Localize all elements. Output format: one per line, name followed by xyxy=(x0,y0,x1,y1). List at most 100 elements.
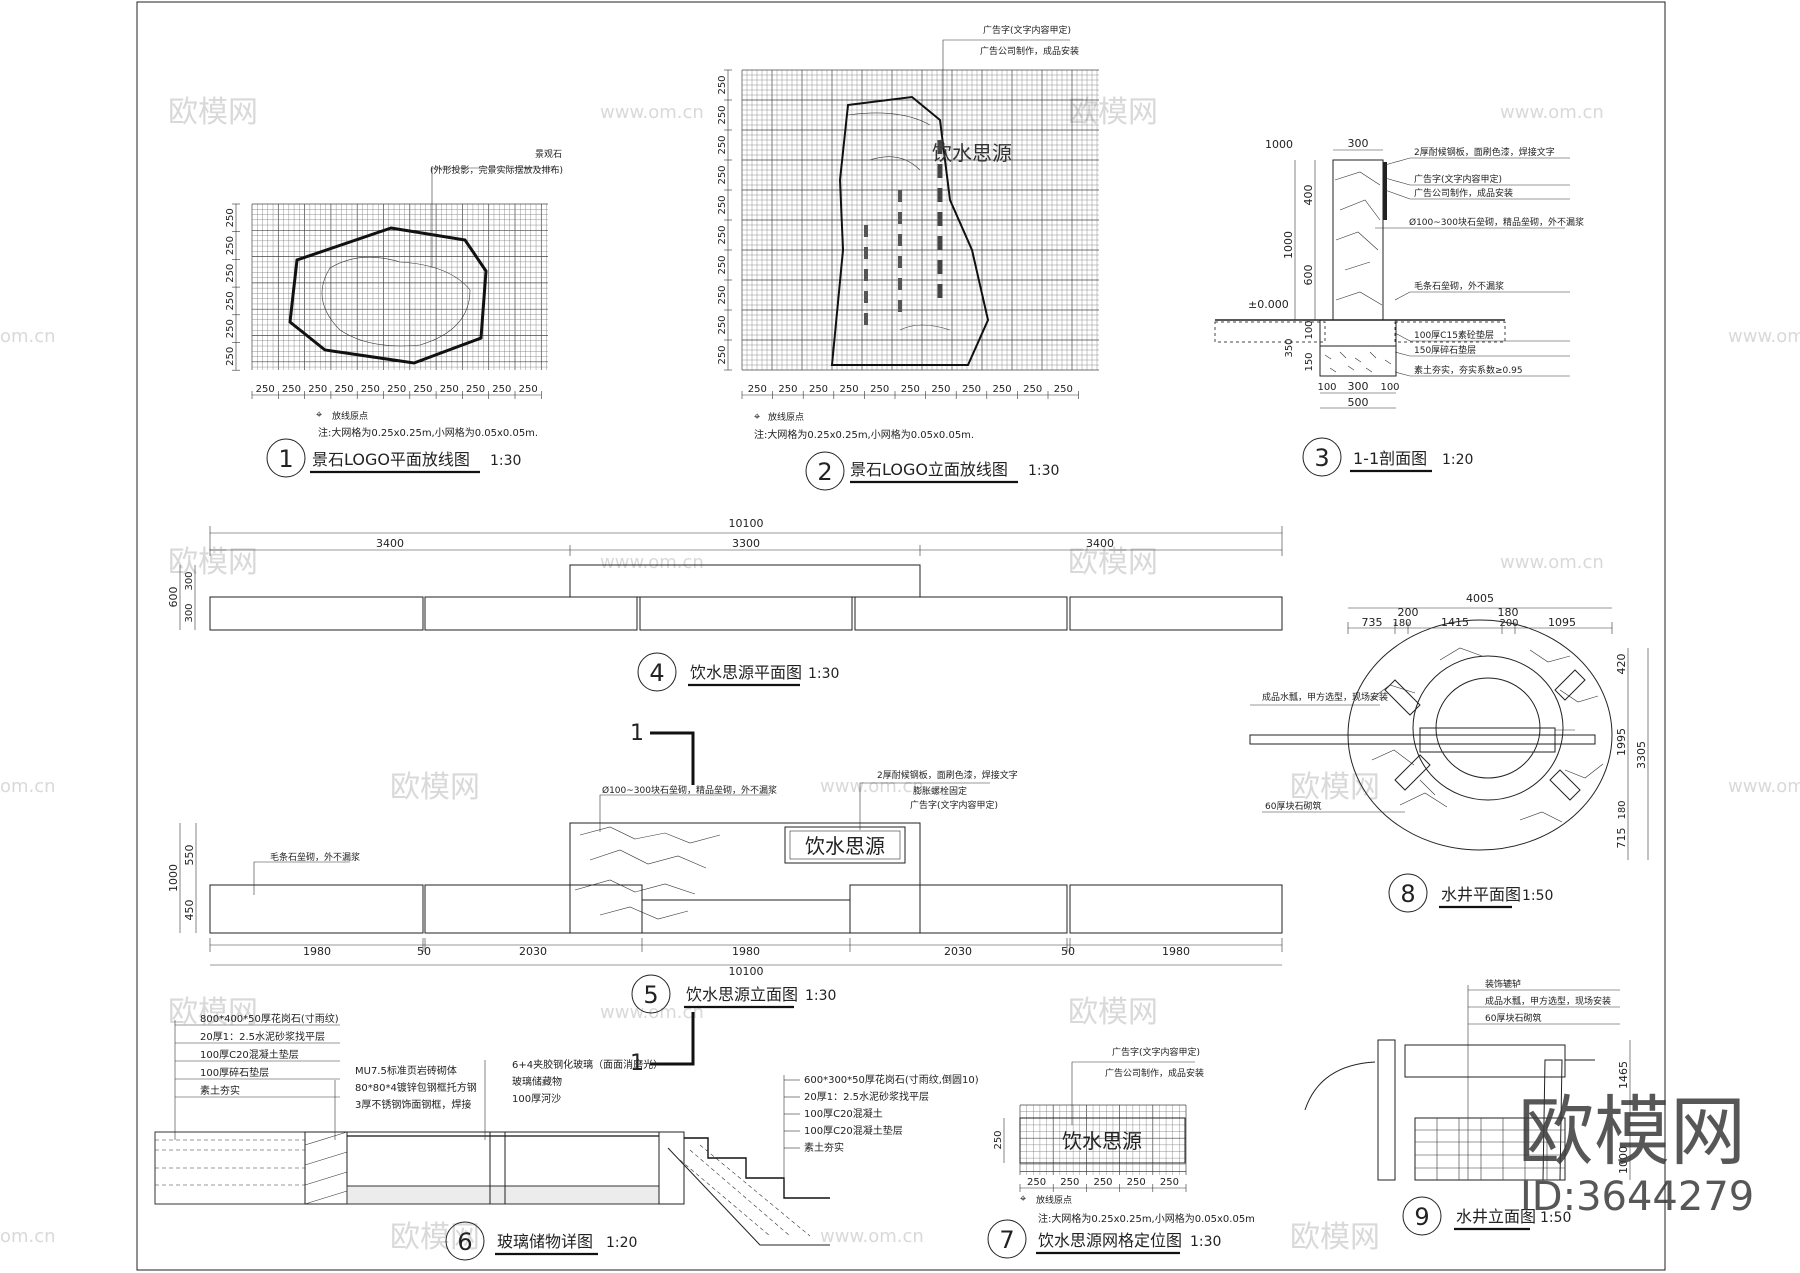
section-label: 广告字(文字内容甲定) xyxy=(1414,173,1502,185)
dim-label: 250 xyxy=(717,255,728,274)
dim-label: 1000 xyxy=(167,864,180,892)
dim-label: 10100 xyxy=(729,517,764,530)
panel-title-9: 水井立面图 xyxy=(1456,1207,1536,1226)
panel-scale-2: 1:30 xyxy=(1028,463,1059,479)
paving-left-hatch xyxy=(155,1139,305,1186)
dim-label: 420 xyxy=(1615,654,1628,675)
dim-label: 250 xyxy=(225,291,236,310)
dim-label: 250 xyxy=(225,264,236,283)
section-cut-line-top xyxy=(650,731,695,785)
watermark-site: 欧模网 xyxy=(1068,995,1158,1030)
panel-scale-4: 1:30 xyxy=(808,666,839,682)
detail-label: 800*400*50厚花岗石(寸雨纹) xyxy=(200,1012,339,1025)
dim-label: 1465 xyxy=(1617,1061,1630,1089)
detail-label: 20厚1：2.5水泥砂浆找平层 xyxy=(804,1090,929,1103)
dim-label: 1000 xyxy=(1282,231,1295,259)
origin-marker-7: ⌖ xyxy=(1020,1192,1026,1205)
section-leader xyxy=(1394,371,1411,377)
watermark-site: 欧模网 xyxy=(168,95,258,130)
sand-layer xyxy=(346,1185,660,1205)
panel-number-9: 9 xyxy=(1414,1203,1429,1231)
label-5d: 广告字(文字内容甲定) xyxy=(910,799,998,811)
stone-texture xyxy=(847,112,951,331)
section-label: 100厚C15素砼垫层 xyxy=(1414,329,1494,341)
dim-label: 250 xyxy=(308,384,327,395)
dim-label: 500 xyxy=(1348,396,1369,409)
leader-5e xyxy=(253,861,350,895)
dim-label: 250 xyxy=(717,345,728,364)
section-label: 毛条石垒砌，外不漏浆 xyxy=(1414,280,1504,292)
brand-watermark: 欧模网 xyxy=(1518,1087,1746,1176)
dim-label: 250 xyxy=(492,384,511,395)
detail-label: 素土夯实 xyxy=(804,1141,844,1154)
label-5e: 毛条石垒砌，外不漏浆 xyxy=(270,851,360,863)
label-1a: 景观石 xyxy=(535,149,562,160)
section-label: Ø100~300块石垒砌，精品垒砌，外不漏浆 xyxy=(1409,216,1584,228)
well-windlass xyxy=(1404,1044,1566,1078)
origin-label-7: 放线原点 xyxy=(1036,1194,1072,1206)
dim-label: 250 xyxy=(335,384,354,395)
panel-scale-6: 1:20 xyxy=(606,1235,637,1251)
elev-stone-4 xyxy=(849,884,1068,934)
dim-label: 600 xyxy=(167,587,180,608)
sign-frame-7 xyxy=(1019,1117,1186,1164)
leader-5a xyxy=(599,794,770,832)
section-leader xyxy=(1394,351,1411,357)
plan-stone-2 xyxy=(424,596,638,631)
dim-label: 250 xyxy=(256,384,275,395)
label-5a: Ø100~300块石垒砌，精品垒砌，外不漏浆 xyxy=(602,784,777,796)
panel-number-2: 2 xyxy=(817,458,832,486)
dim-label: 300 xyxy=(1348,137,1369,150)
dim-label: 250 xyxy=(387,384,406,395)
dim-label: 400 xyxy=(1302,185,1315,206)
panel-number-4: 4 xyxy=(649,659,664,687)
label-8a: 成品水瓢，甲方选型，现场安装 xyxy=(1262,691,1388,703)
panel-number-7: 7 xyxy=(999,1226,1014,1254)
watermark-site: 欧模网 xyxy=(1290,1220,1380,1255)
label-5c: 膨胀螺栓固定 xyxy=(913,785,967,797)
glass-box xyxy=(346,1131,660,1191)
dim-label: 250 xyxy=(466,384,485,395)
elevation-label: 成品水瓢，甲方选型，现场安装 xyxy=(1485,995,1611,1007)
elev-stone-5 xyxy=(1069,884,1283,934)
panel-title-5: 饮水思源立面图 xyxy=(686,985,798,1004)
dim-label: 180 xyxy=(1498,606,1519,619)
detail-label: 玻璃储藏物 xyxy=(512,1075,562,1088)
watermark-site: 欧模网 xyxy=(390,770,480,805)
detail-label: MU7.5标准页岩砖砌体 xyxy=(355,1064,457,1077)
origin-label-1: 放线原点 xyxy=(332,410,368,422)
elevation-label: 60厚块石砌筑 xyxy=(1485,1012,1541,1024)
section-label: 150厚碎石垫层 xyxy=(1414,344,1476,356)
watermark-site: 欧模网 xyxy=(1068,95,1158,130)
dim-label: 250 xyxy=(993,384,1012,395)
dim-label: 1980 xyxy=(732,945,760,958)
svg-text:饮水思源: 饮水思源 xyxy=(932,141,1012,165)
plan-stone-5 xyxy=(1069,596,1283,631)
dim-label: 250 xyxy=(870,384,889,395)
dim-label: 250 xyxy=(1023,384,1042,395)
ground-hatch-right xyxy=(1394,321,1506,343)
concrete-base xyxy=(1319,319,1397,347)
section-leaders xyxy=(1375,157,1570,377)
dim-label: 250 xyxy=(225,236,236,255)
panel-number-8: 8 xyxy=(1400,880,1415,908)
dim-label: 250 xyxy=(717,315,728,334)
dim-label: 250 xyxy=(1127,1177,1146,1188)
well-body xyxy=(1414,1117,1566,1181)
section-leader xyxy=(1384,189,1411,200)
sign-text-7: 饮水思源 xyxy=(1062,1129,1142,1153)
section-cut-line-bottom xyxy=(650,1012,695,1066)
dim-label: 250 xyxy=(282,384,301,395)
dim-label: 2030 xyxy=(519,945,547,958)
panel-number-circle-8 xyxy=(1388,873,1428,913)
watermark-site: 欧模网 xyxy=(168,545,258,580)
dim-label: 450 xyxy=(183,900,196,921)
dim-label: 250 xyxy=(778,384,797,395)
panel-number-6: 6 xyxy=(457,1228,472,1256)
